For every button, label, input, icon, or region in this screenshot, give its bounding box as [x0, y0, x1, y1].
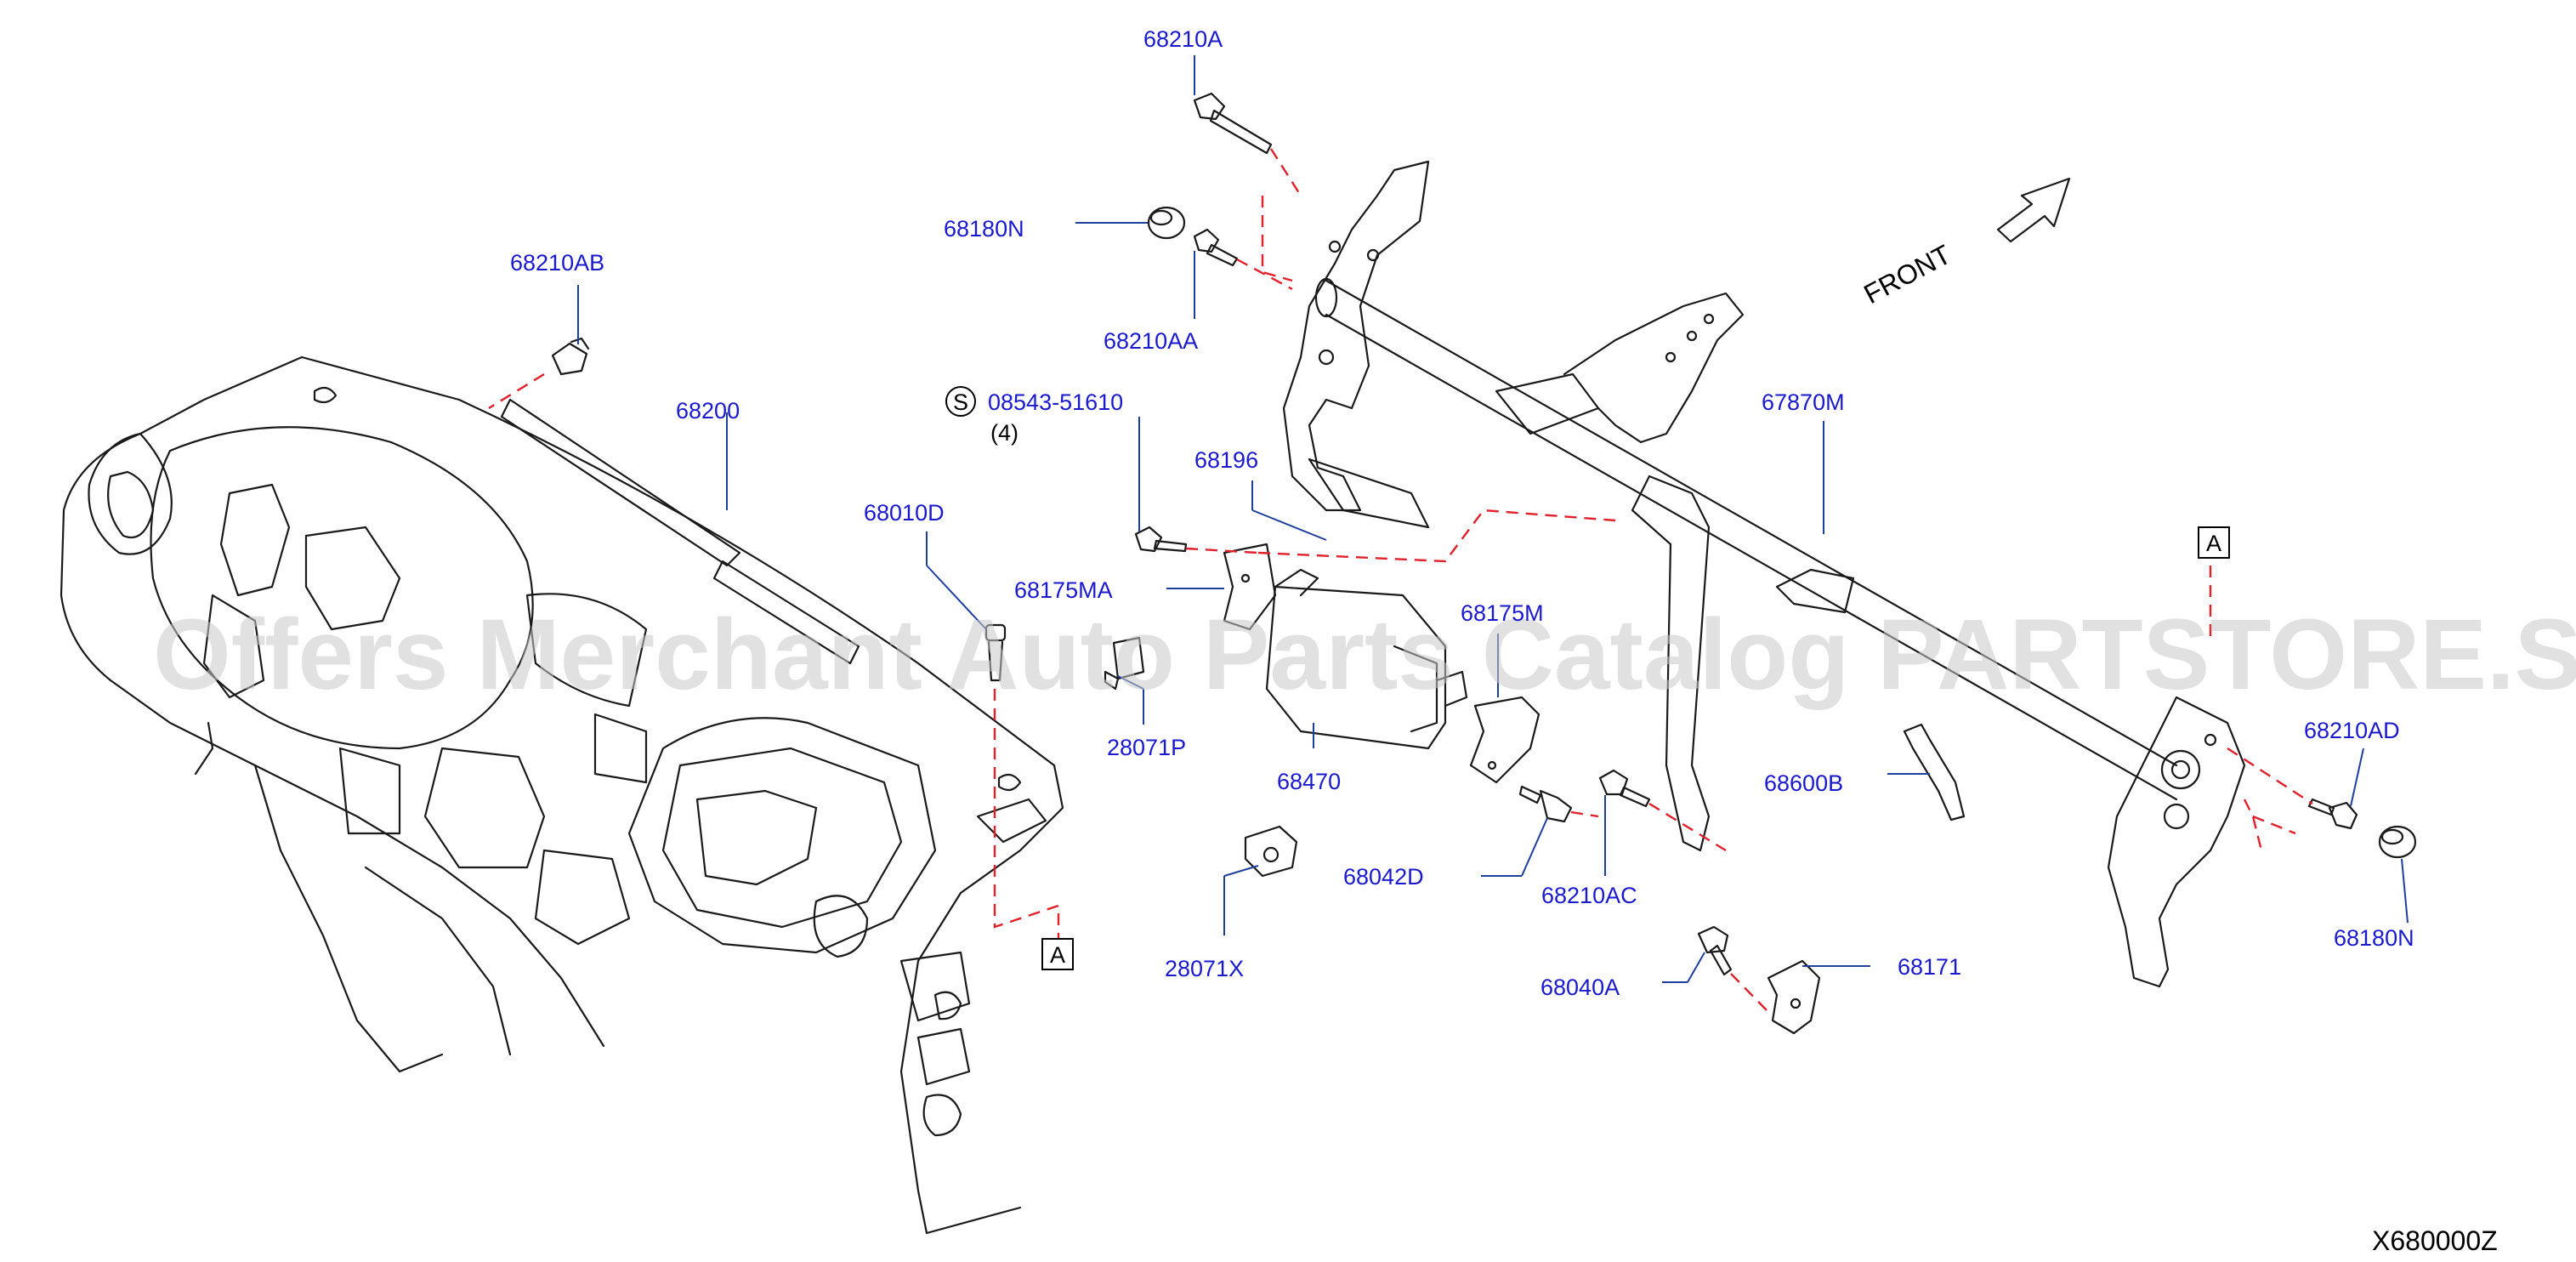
- part-label-68210ac[interactable]: 68210AC: [1541, 883, 1637, 908]
- front-arrow-icon: [1996, 177, 2071, 243]
- assembly-lines: [488, 148, 2313, 1013]
- part-label-68200[interactable]: 68200: [676, 398, 740, 424]
- watermark-text: Offers Merchant Auto Parts Catalog PARTS…: [153, 599, 2576, 711]
- part-label-68042d[interactable]: 68042D: [1343, 864, 1424, 890]
- part-label-68180n-bottom[interactable]: 68180N: [2334, 925, 2414, 951]
- leader-lines: [577, 55, 2409, 983]
- part-label-68470[interactable]: 68470: [1277, 769, 1341, 794]
- front-direction-label: FRONT: [1858, 239, 1955, 310]
- reference-mark-a-right: A: [2206, 531, 2221, 556]
- part-label-68210a[interactable]: 68210A: [1143, 26, 1223, 52]
- reference-mark-a-bottom: A: [1050, 942, 1065, 968]
- reference-box-a-bottom: [1041, 938, 1074, 970]
- part-label-68171[interactable]: 68171: [1898, 954, 1961, 980]
- service-symbol-icon: [945, 386, 976, 417]
- small-parts-drawing: [551, 92, 2417, 1035]
- diagram-code: X680000Z: [2372, 1225, 2498, 1256]
- part-label-68210aa[interactable]: 68210AA: [1104, 328, 1198, 354]
- part-label-28071p[interactable]: 28071P: [1107, 735, 1186, 760]
- part-quantity-08543: (4): [990, 420, 1018, 446]
- service-symbol-letter: S: [953, 389, 968, 415]
- part-label-08543-51610[interactable]: 08543-51610: [988, 389, 1123, 415]
- part-label-68175ma[interactable]: 68175MA: [1014, 577, 1113, 603]
- instrument-panel-drawing: [60, 355, 1064, 1235]
- part-label-68040a[interactable]: 68040A: [1540, 975, 1620, 1000]
- part-label-68600b[interactable]: 68600B: [1764, 770, 1843, 796]
- part-label-28071x[interactable]: 28071X: [1165, 956, 1244, 981]
- part-label-68010d[interactable]: 68010D: [864, 500, 945, 526]
- reference-box-a-right: [2198, 526, 2230, 559]
- part-label-68180n-top[interactable]: 68180N: [944, 216, 1024, 242]
- part-label-68210ab[interactable]: 68210AB: [510, 250, 604, 276]
- part-label-68196[interactable]: 68196: [1194, 447, 1258, 473]
- steering-member-drawing: [1282, 160, 2246, 988]
- part-label-67870m[interactable]: 67870M: [1762, 389, 1845, 415]
- part-label-68175m[interactable]: 68175M: [1461, 600, 1544, 626]
- part-label-68210ad[interactable]: 68210AD: [2304, 718, 2400, 743]
